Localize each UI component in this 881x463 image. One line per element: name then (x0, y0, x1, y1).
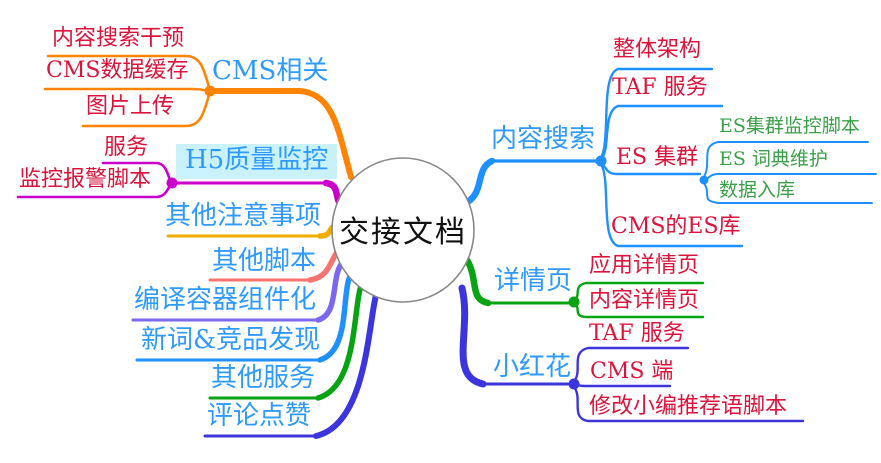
node-new-words-competitor-discovery[interactable]: 新词&竞品发现 (141, 325, 321, 355)
fork-blob-cms-related (204, 85, 216, 97)
branch-comment-like (203, 288, 380, 439)
node-content-detail-page[interactable]: 内容详情页 (589, 288, 700, 313)
node-cms-data-cache[interactable]: CMS数据缓存 (46, 58, 189, 83)
node-image-upload[interactable]: 图片上传 (86, 94, 175, 119)
node-overall-architecture[interactable]: 整体架构 (613, 37, 702, 62)
underline-es-cluster-monitor-script (703, 141, 869, 178)
node-content-search[interactable]: 内容搜索 (491, 124, 596, 154)
node-detail-page[interactable]: 详情页 (494, 266, 573, 296)
branch-line-comment-like (313, 288, 380, 439)
underline-overall-architecture (599, 67, 714, 160)
branch-new-words (135, 269, 355, 363)
branch-detail-page (461, 253, 705, 319)
node-es-dictionary-maintenance[interactable]: ES 词典维护 (719, 148, 828, 170)
node-modify-editor-recommendation-script[interactable]: 修改小编推荐语脚本 (589, 394, 788, 419)
node-monitor-alert-script[interactable]: 监控报警脚本 (19, 167, 152, 192)
branch-little-red-flower (458, 284, 805, 423)
branch-line-compile-container (315, 259, 346, 323)
node-es-cluster-monitor-script[interactable]: ES集群监控脚本 (719, 115, 860, 137)
node-taf-service-1[interactable]: TAF 服务 (612, 75, 708, 100)
node-h5-quality-monitor[interactable]: H5质量监控 (176, 144, 338, 180)
underline-service (101, 161, 172, 182)
node-cms-related[interactable]: CMS相关 (212, 56, 329, 86)
branch-line-cms-related (207, 88, 354, 180)
branch-line-detail-page (461, 253, 492, 307)
fork-blob-es-cluster (699, 175, 709, 185)
underline-modify-editor-recommendation (572, 385, 805, 423)
branch-cms-related (43, 54, 354, 180)
underline-taf-service-1 (599, 104, 724, 161)
node-other-scripts[interactable]: 其他脚本 (212, 246, 317, 276)
node-app-detail-page[interactable]: 应用详情页 (589, 253, 700, 278)
node-content-search-intervention[interactable]: 内容搜索干预 (52, 26, 185, 51)
node-cms-side[interactable]: CMS 端 (590, 359, 674, 384)
branch-compile-container (131, 259, 346, 323)
underline-cms-side (572, 382, 672, 388)
underline-data-import (703, 182, 873, 204)
underline-taf-service-2 (572, 346, 690, 383)
node-cms-es-db[interactable]: CMS的ES库 (611, 214, 741, 239)
underline-content-search-intervention (46, 54, 211, 89)
branch-line-little-red-flower (458, 284, 487, 388)
node-taf-service-2[interactable]: TAF 服务 (589, 321, 685, 346)
branch-other-services (208, 278, 366, 401)
node-es-cluster[interactable]: ES 集群 (616, 145, 699, 170)
node-comment-like[interactable]: 评论点赞 (207, 401, 312, 431)
root-node-circle[interactable] (331, 157, 475, 303)
fork-blob-h5-quality-monitor (166, 177, 178, 189)
underline-cms-data-cache (43, 87, 210, 93)
node-other-services[interactable]: 其他服务 (211, 363, 316, 393)
underline-cms-es-db (599, 162, 744, 248)
root-node-label[interactable]: 交接文档 (339, 215, 467, 250)
node-little-red-flower[interactable]: 小红花 (493, 352, 572, 382)
node-other-notes[interactable]: 其他注意事项 (165, 201, 322, 231)
fork-blob-little-red-flower (568, 378, 580, 390)
branch-content-search (465, 67, 877, 248)
node-compile-container-componentization[interactable]: 编译容器组件化 (134, 285, 317, 315)
branch-line-other-services (315, 278, 366, 401)
branch-line-content-search (465, 157, 496, 205)
branch-h5-quality-monitor (16, 161, 345, 210)
fork-blob-content-search (595, 155, 607, 167)
fork-blob-detail-page (568, 296, 580, 308)
underline-image-upload (81, 93, 211, 128)
branch-line-new-words (317, 269, 355, 363)
node-data-import[interactable]: 数据入库 (719, 179, 796, 201)
node-service[interactable]: 服务 (104, 135, 149, 160)
